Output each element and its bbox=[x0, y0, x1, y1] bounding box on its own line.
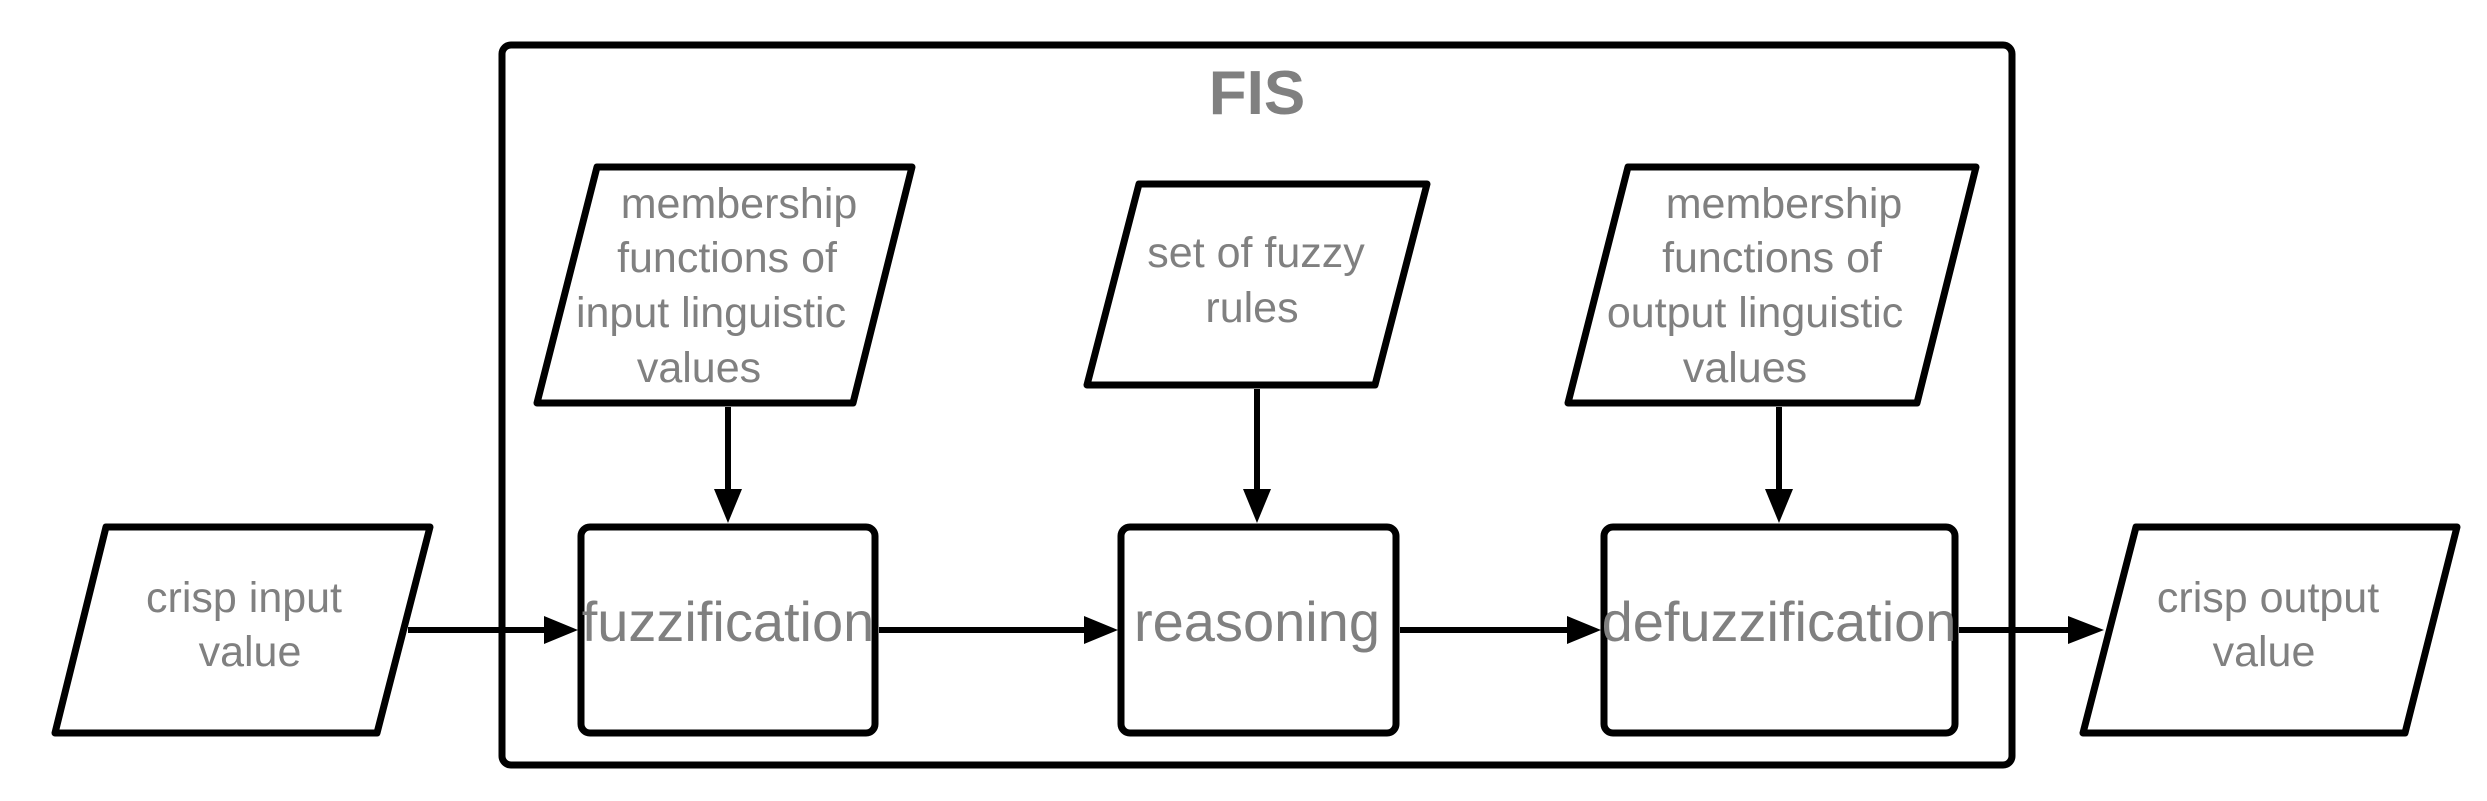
input-membership-node: membership functions of input linguistic… bbox=[533, 163, 916, 407]
defuzzification-box: defuzzification bbox=[1600, 523, 1959, 737]
fis-container bbox=[498, 41, 2016, 769]
svg-text:membership functions of: membership functions of input linguistic… bbox=[576, 180, 869, 392]
svg-text:crisp output value: crisp output value bbox=[2157, 574, 2391, 676]
crisp-input-line-2: value bbox=[199, 628, 302, 676]
arrow-output-mf-to-defuzzification bbox=[1765, 407, 1793, 523]
arrow-input-mf-to-fuzzification bbox=[714, 407, 742, 523]
arrow-reasoning-to-defuzzification bbox=[1400, 616, 1601, 644]
svg-text:set of fuzzy rules: set of fuzzy rules bbox=[1147, 229, 1376, 332]
output-mf-line-3: output linguistic bbox=[1607, 289, 1903, 337]
reasoning-label: reasoning bbox=[1134, 590, 1380, 653]
crisp-input-node: crisp input value bbox=[51, 523, 434, 737]
input-mf-line-1: membership bbox=[621, 180, 858, 228]
reasoning-box: reasoning bbox=[1117, 523, 1400, 737]
crisp-output-node: crisp output value bbox=[2079, 523, 2461, 737]
arrow-defuzzification-to-output bbox=[1959, 616, 2104, 644]
fuzzification-label: fuzzification bbox=[582, 590, 875, 653]
arrow-rules-to-reasoning bbox=[1243, 389, 1271, 523]
input-mf-line-4: values bbox=[637, 344, 761, 392]
input-mf-line-3: input linguistic bbox=[576, 289, 846, 337]
output-membership-node: membership functions of output linguisti… bbox=[1564, 163, 1980, 407]
fuzzification-box: fuzzification bbox=[577, 523, 879, 737]
defuzzification-label: defuzzification bbox=[1602, 590, 1957, 653]
output-mf-line-1: membership bbox=[1666, 180, 1903, 228]
input-mf-line-2: functions of bbox=[617, 234, 838, 282]
fuzzy-rules-node: set of fuzzy rules bbox=[1083, 180, 1431, 389]
output-mf-line-4: values bbox=[1683, 344, 1807, 392]
svg-text:crisp input value: crisp input value bbox=[146, 574, 354, 676]
crisp-output-line-2: value bbox=[2213, 628, 2316, 676]
rules-line-1: set of fuzzy bbox=[1147, 229, 1365, 277]
arrow-input-to-fuzzification bbox=[408, 616, 578, 644]
crisp-input-line-1: crisp input bbox=[146, 574, 342, 622]
output-mf-line-2: functions of bbox=[1662, 234, 1883, 282]
arrow-fuzzification-to-reasoning bbox=[879, 616, 1118, 644]
rules-line-2: rules bbox=[1205, 284, 1298, 332]
svg-text:membership functions of: membership functions of output linguisti… bbox=[1607, 180, 1915, 392]
fis-title: FIS bbox=[1209, 59, 1305, 128]
crisp-output-line-1: crisp output bbox=[2157, 574, 2379, 622]
